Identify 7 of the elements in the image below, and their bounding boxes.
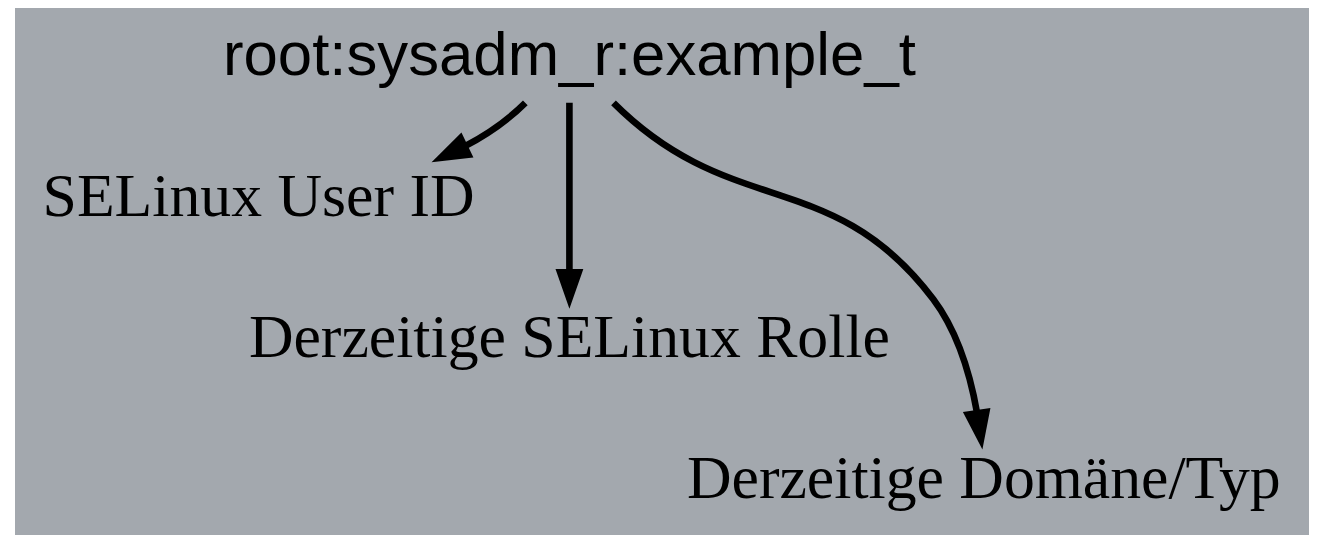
arrow [431, 100, 528, 163]
arrow [611, 100, 991, 450]
node-text: Derzeitige SELinux Rolle [248, 302, 890, 371]
node-text: SELinux User ID [42, 161, 475, 230]
arrow [555, 102, 584, 309]
node-text: root:sysadm_r:example_t [222, 19, 916, 89]
node-text: Derzeitige Domäne/Typ [686, 443, 1281, 512]
